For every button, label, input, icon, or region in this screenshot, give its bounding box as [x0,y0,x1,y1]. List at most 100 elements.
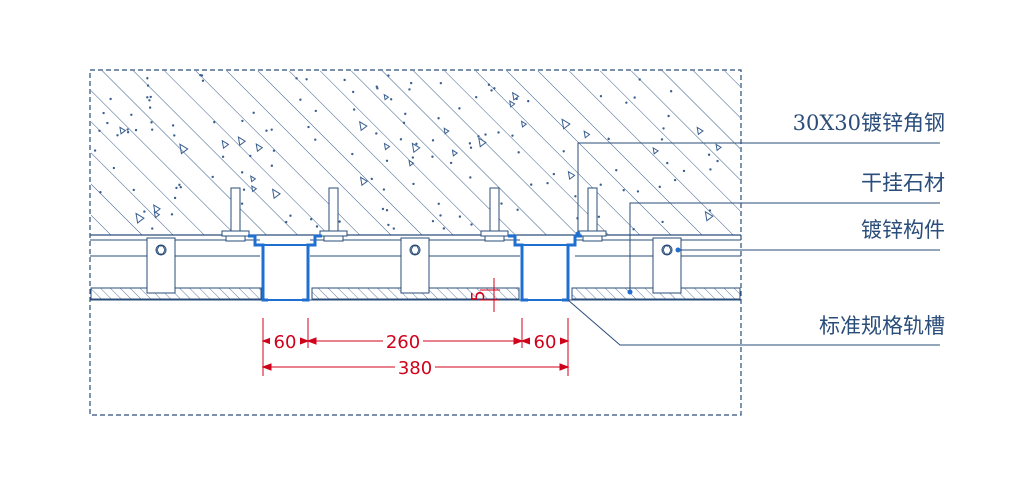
aggregate-speck [387,74,390,77]
aggregate-stone [237,136,247,147]
aggregate-speck [475,96,478,99]
leader-lines [567,142,940,346]
aggregate-stone [359,120,368,132]
aggregate-speck [716,159,719,163]
aggregate-stone [153,210,161,219]
aggregate-speck [632,227,635,231]
aggregate-stone [696,126,704,136]
aggregate-speck [497,131,500,134]
aggregate-speck [638,78,641,81]
aggregate-speck [477,135,480,138]
aggregate-speck [437,202,440,205]
aggregate-speck [633,96,636,99]
dimension-total-380: 380 [398,358,432,379]
aggregate-speck [132,188,135,192]
aggregate-speck [660,138,664,141]
aggregate-speck [597,215,601,218]
aggregate-stone [652,146,659,155]
aggregate-speck [285,220,288,224]
aggregate-speck [382,188,386,191]
aggregate-stone [567,170,576,180]
aggregate-speck [116,134,119,137]
aggregate-stone [383,142,391,151]
aggregate-speck [299,98,302,101]
aggregate-stone [119,126,127,135]
aggregate-speck [411,156,415,159]
aggregate-stone [509,100,516,108]
aggregate-speck [252,111,255,114]
aggregate-speck [599,183,602,186]
aggregate-stone [255,143,264,153]
aggregate-speck [517,151,520,154]
aggregate-speck [469,176,472,179]
aggregate-speck [399,138,403,141]
aggregate-speck [126,130,130,134]
aggregate-speck [458,107,461,110]
aggregate-speck [201,79,205,82]
aggregate-speck [387,223,390,227]
aggregate-stone [443,127,450,135]
aggregate-stone [179,143,189,155]
aggregate-speck [211,175,214,179]
aggregate-speck [242,188,246,191]
aggregate-speck [449,161,453,165]
aggregate-speck [272,149,276,152]
aggregate-speck [469,146,473,149]
aggregate-speck [437,117,440,120]
aggregate-speck [148,99,151,102]
aggregate-speck [151,227,154,230]
leader-dots [575,231,681,295]
dimension-left-60: 60 [274,332,297,353]
aggregate-speck [490,89,493,92]
aggregate-speck [249,154,252,158]
aggregate-speck [351,152,354,156]
aggregate-stone [451,149,459,157]
aggregate-speck [552,172,556,176]
aggregate-stone [411,142,421,154]
aggregate-speck [381,207,385,211]
aggregate-speck [385,159,389,162]
aggregate-speck [146,84,150,87]
aggregate-speck [309,217,313,221]
dimension-5 [480,278,500,312]
aggregate-speck [468,142,472,145]
aggregate-speck [431,219,435,223]
concrete-aggregate [93,73,722,231]
aggregate-speck [106,121,109,125]
aggregate-speck [352,108,356,111]
aggregate-speck [171,124,175,127]
aggregate-speck [707,153,711,156]
aggregate-speck [516,208,519,211]
aggregate-speck [402,121,406,125]
aggregate-speck [270,164,274,167]
aggregate-speck [546,181,549,185]
aggregate-speck [682,169,686,173]
aggregate-speck [607,137,610,141]
aggregate-stone [135,212,145,224]
aggregate-speck [289,214,292,217]
aggregate-speck [625,101,628,104]
aggregate-speck [408,88,411,91]
aggregate-speck [669,90,673,93]
concrete-wall [90,71,741,236]
aggregate-speck [143,210,146,213]
anchor-bolts [221,187,607,242]
aggregate-stone [520,120,528,128]
dimension-right-60: 60 [534,332,557,353]
aggregate-speck [530,183,533,186]
aggregate-speck [149,95,152,99]
aggregate-speck [385,209,389,212]
aggregate-stone [478,137,487,148]
aggregate-speck [240,171,244,174]
aggregate-speck [99,191,102,194]
aggregate-speck [173,134,176,137]
aggregate-speck [392,227,396,230]
aggregate-speck [146,96,149,99]
aggregate-speck [241,119,244,123]
aggregate-speck [130,113,133,117]
aggregate-speck [527,99,530,103]
aggregate-speck [150,121,153,124]
aggregate-speck [515,97,518,101]
aggregate-speck [636,190,640,193]
aggregate-speck [213,120,216,124]
